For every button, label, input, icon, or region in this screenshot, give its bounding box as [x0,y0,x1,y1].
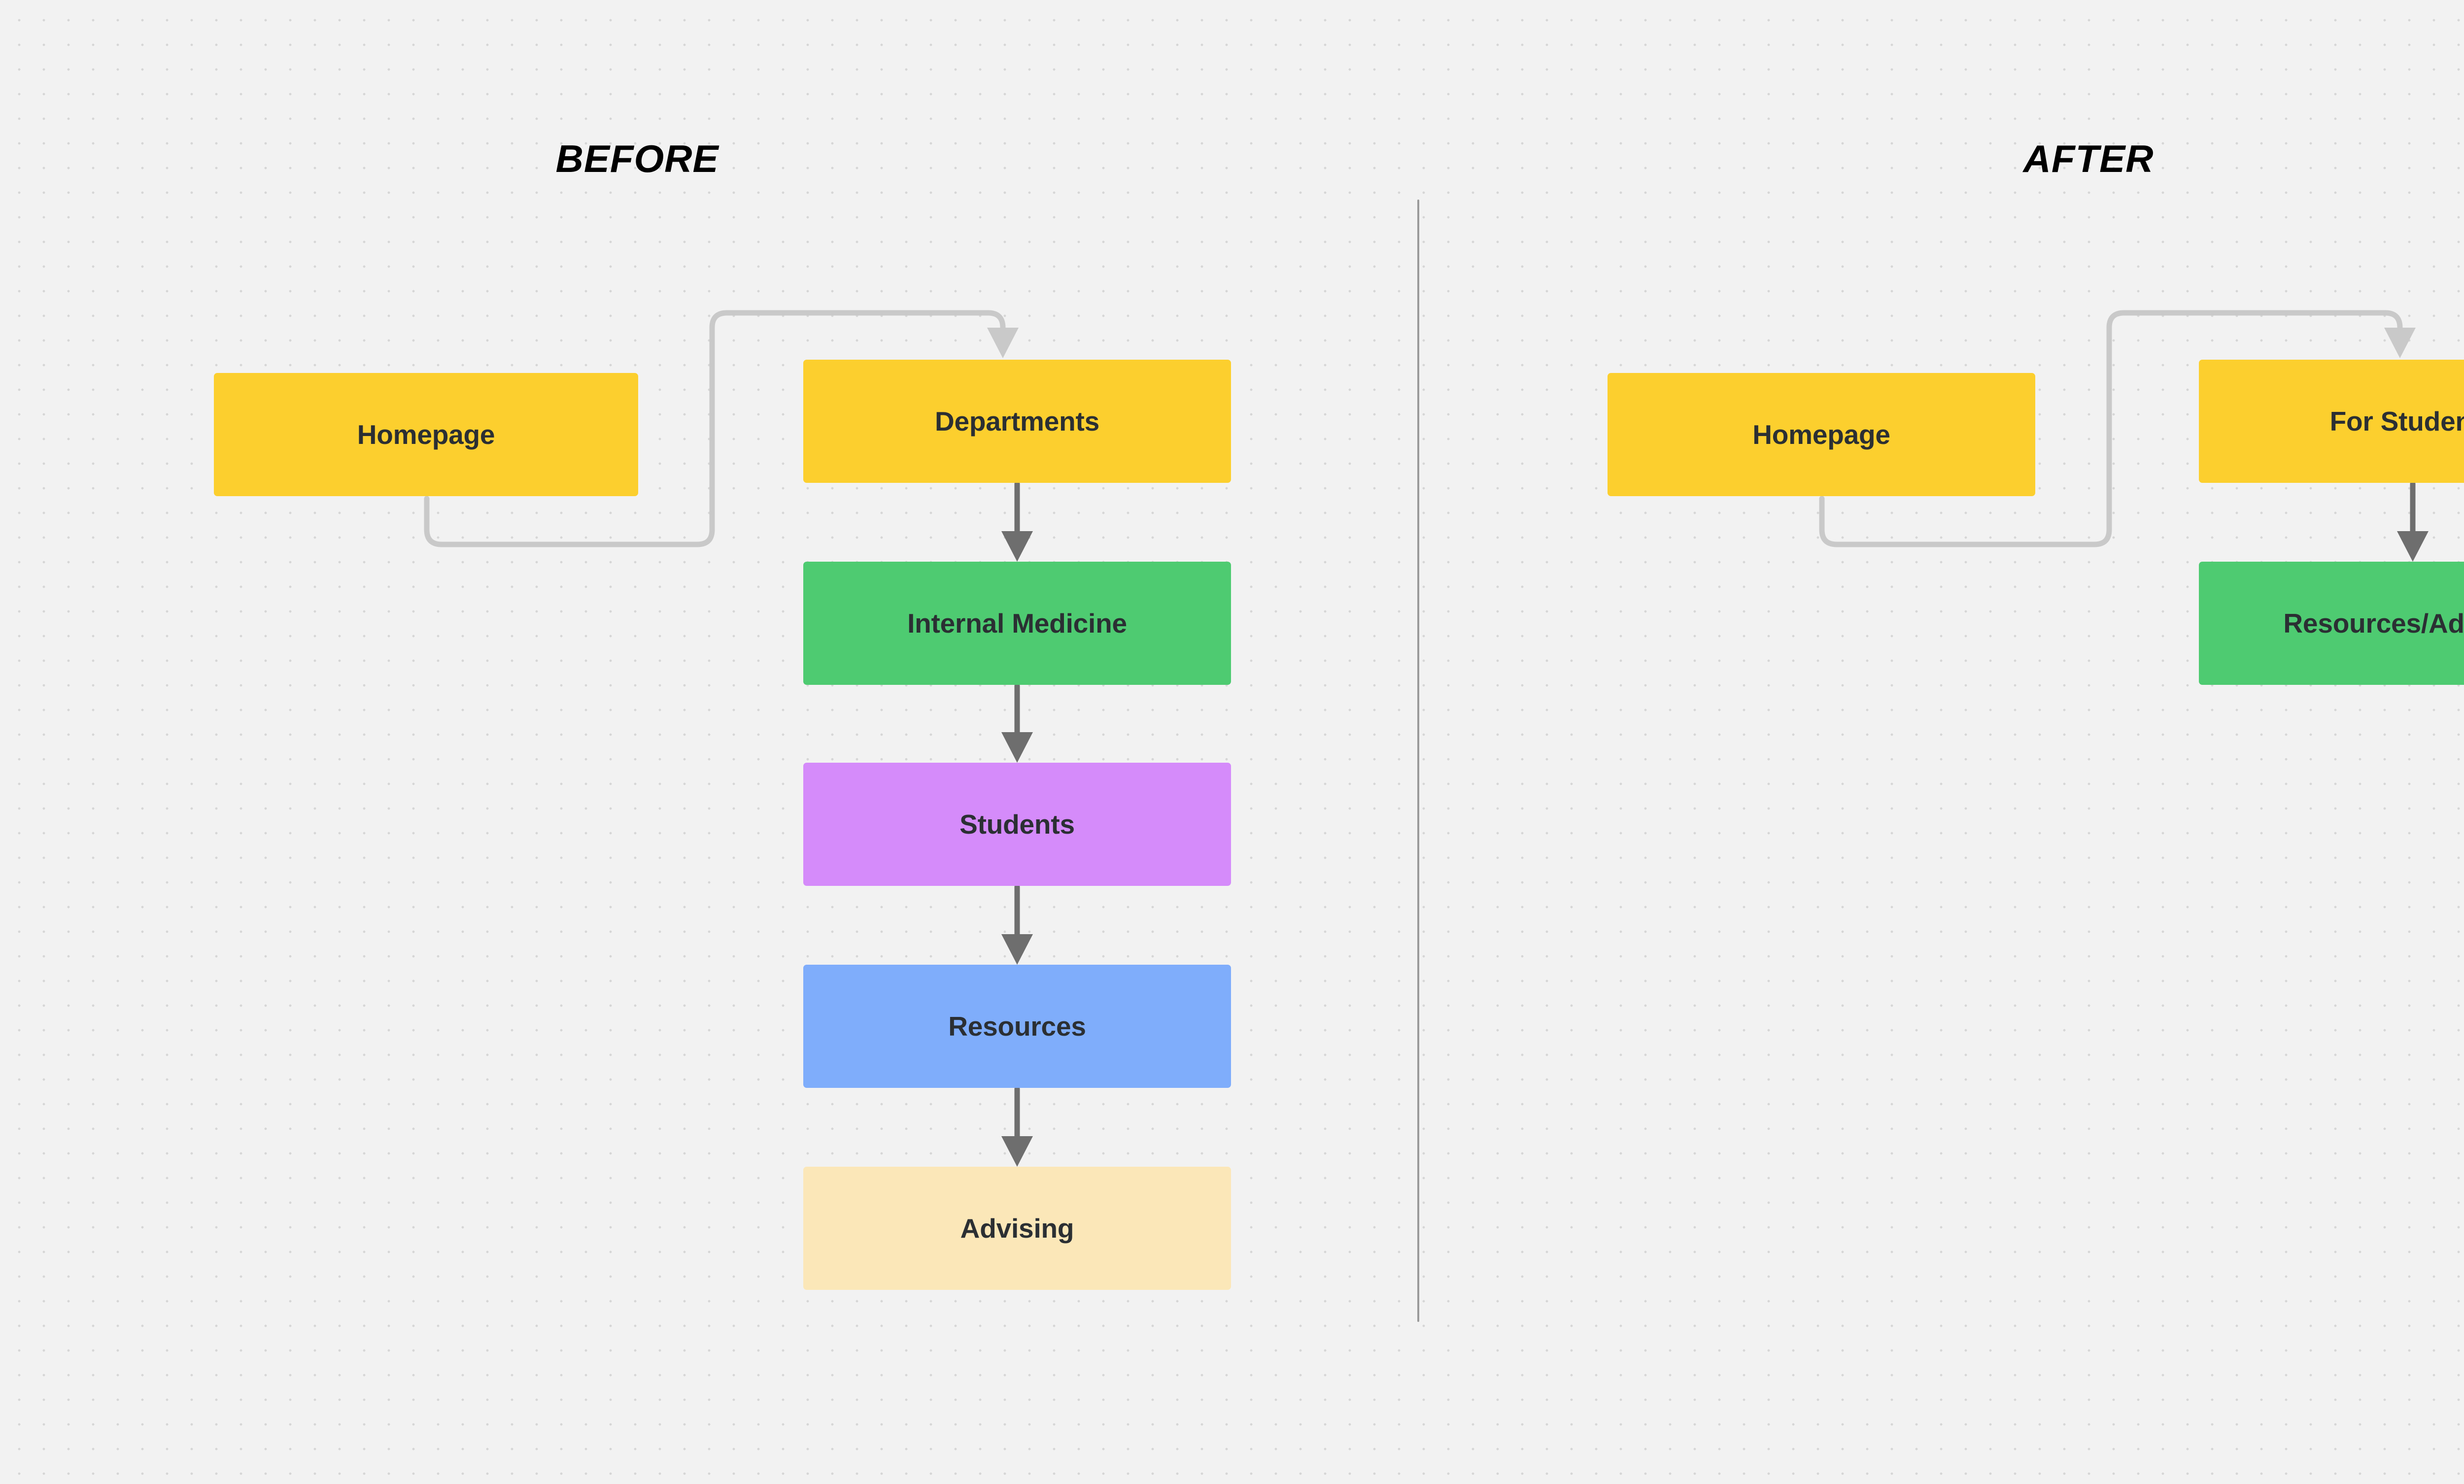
node-label: Homepage [357,419,495,450]
edge-resources-to-advising-arrowhead [1001,1136,1033,1167]
node-departments[interactable]: Departments [803,360,1231,483]
edge-students-to-resources-arrowhead [1001,934,1033,965]
edge-for-students-to-resources-advising-group [2397,481,2429,562]
edge-internal-medicine-to-students-group [1001,683,1033,763]
edge-homepage-to-for-students-path [1819,310,2403,547]
edge-homepage-to-for-students-arrowhead [2384,328,2416,358]
edge-homepage-to-departments-path [424,310,1006,547]
node-homepage-after[interactable]: Homepage [1608,373,2035,496]
edge-for-students-to-resources-advising-arrowhead [2397,531,2429,562]
edge-departments-to-internal-medicine-arrowhead [1001,531,1033,562]
node-label: For Students [2329,406,2464,437]
node-label: Internal Medicine [907,608,1127,639]
node-label: Students [959,809,1075,840]
node-resources-advising[interactable]: Resources/Advising [2199,562,2464,685]
section-title-before: BEFORE [555,137,719,180]
section-title-after: AFTER [2023,137,2154,180]
edge-departments-to-internal-medicine-group [1001,481,1033,562]
node-label: Resources [948,1011,1086,1042]
edge-resources-to-advising-group [1001,1086,1033,1167]
node-homepage-before[interactable]: Homepage [214,373,638,496]
node-label: Resources/Advising [2283,608,2464,639]
edge-internal-medicine-to-students-arrowhead [1001,732,1033,763]
edge-homepage-to-departments-arrowhead [987,328,1019,358]
node-advising[interactable]: Advising [803,1167,1231,1290]
vertical-divider [1417,200,1419,1322]
node-resources[interactable]: Resources [803,965,1231,1088]
node-for-students[interactable]: For Students [2199,360,2464,483]
node-label: Departments [934,406,1099,437]
node-label: Advising [960,1213,1074,1244]
node-students[interactable]: Students [803,763,1231,886]
edge-students-to-resources-group [1001,884,1033,965]
node-label: Homepage [1752,419,1890,450]
node-internal-medicine[interactable]: Internal Medicine [803,562,1231,685]
